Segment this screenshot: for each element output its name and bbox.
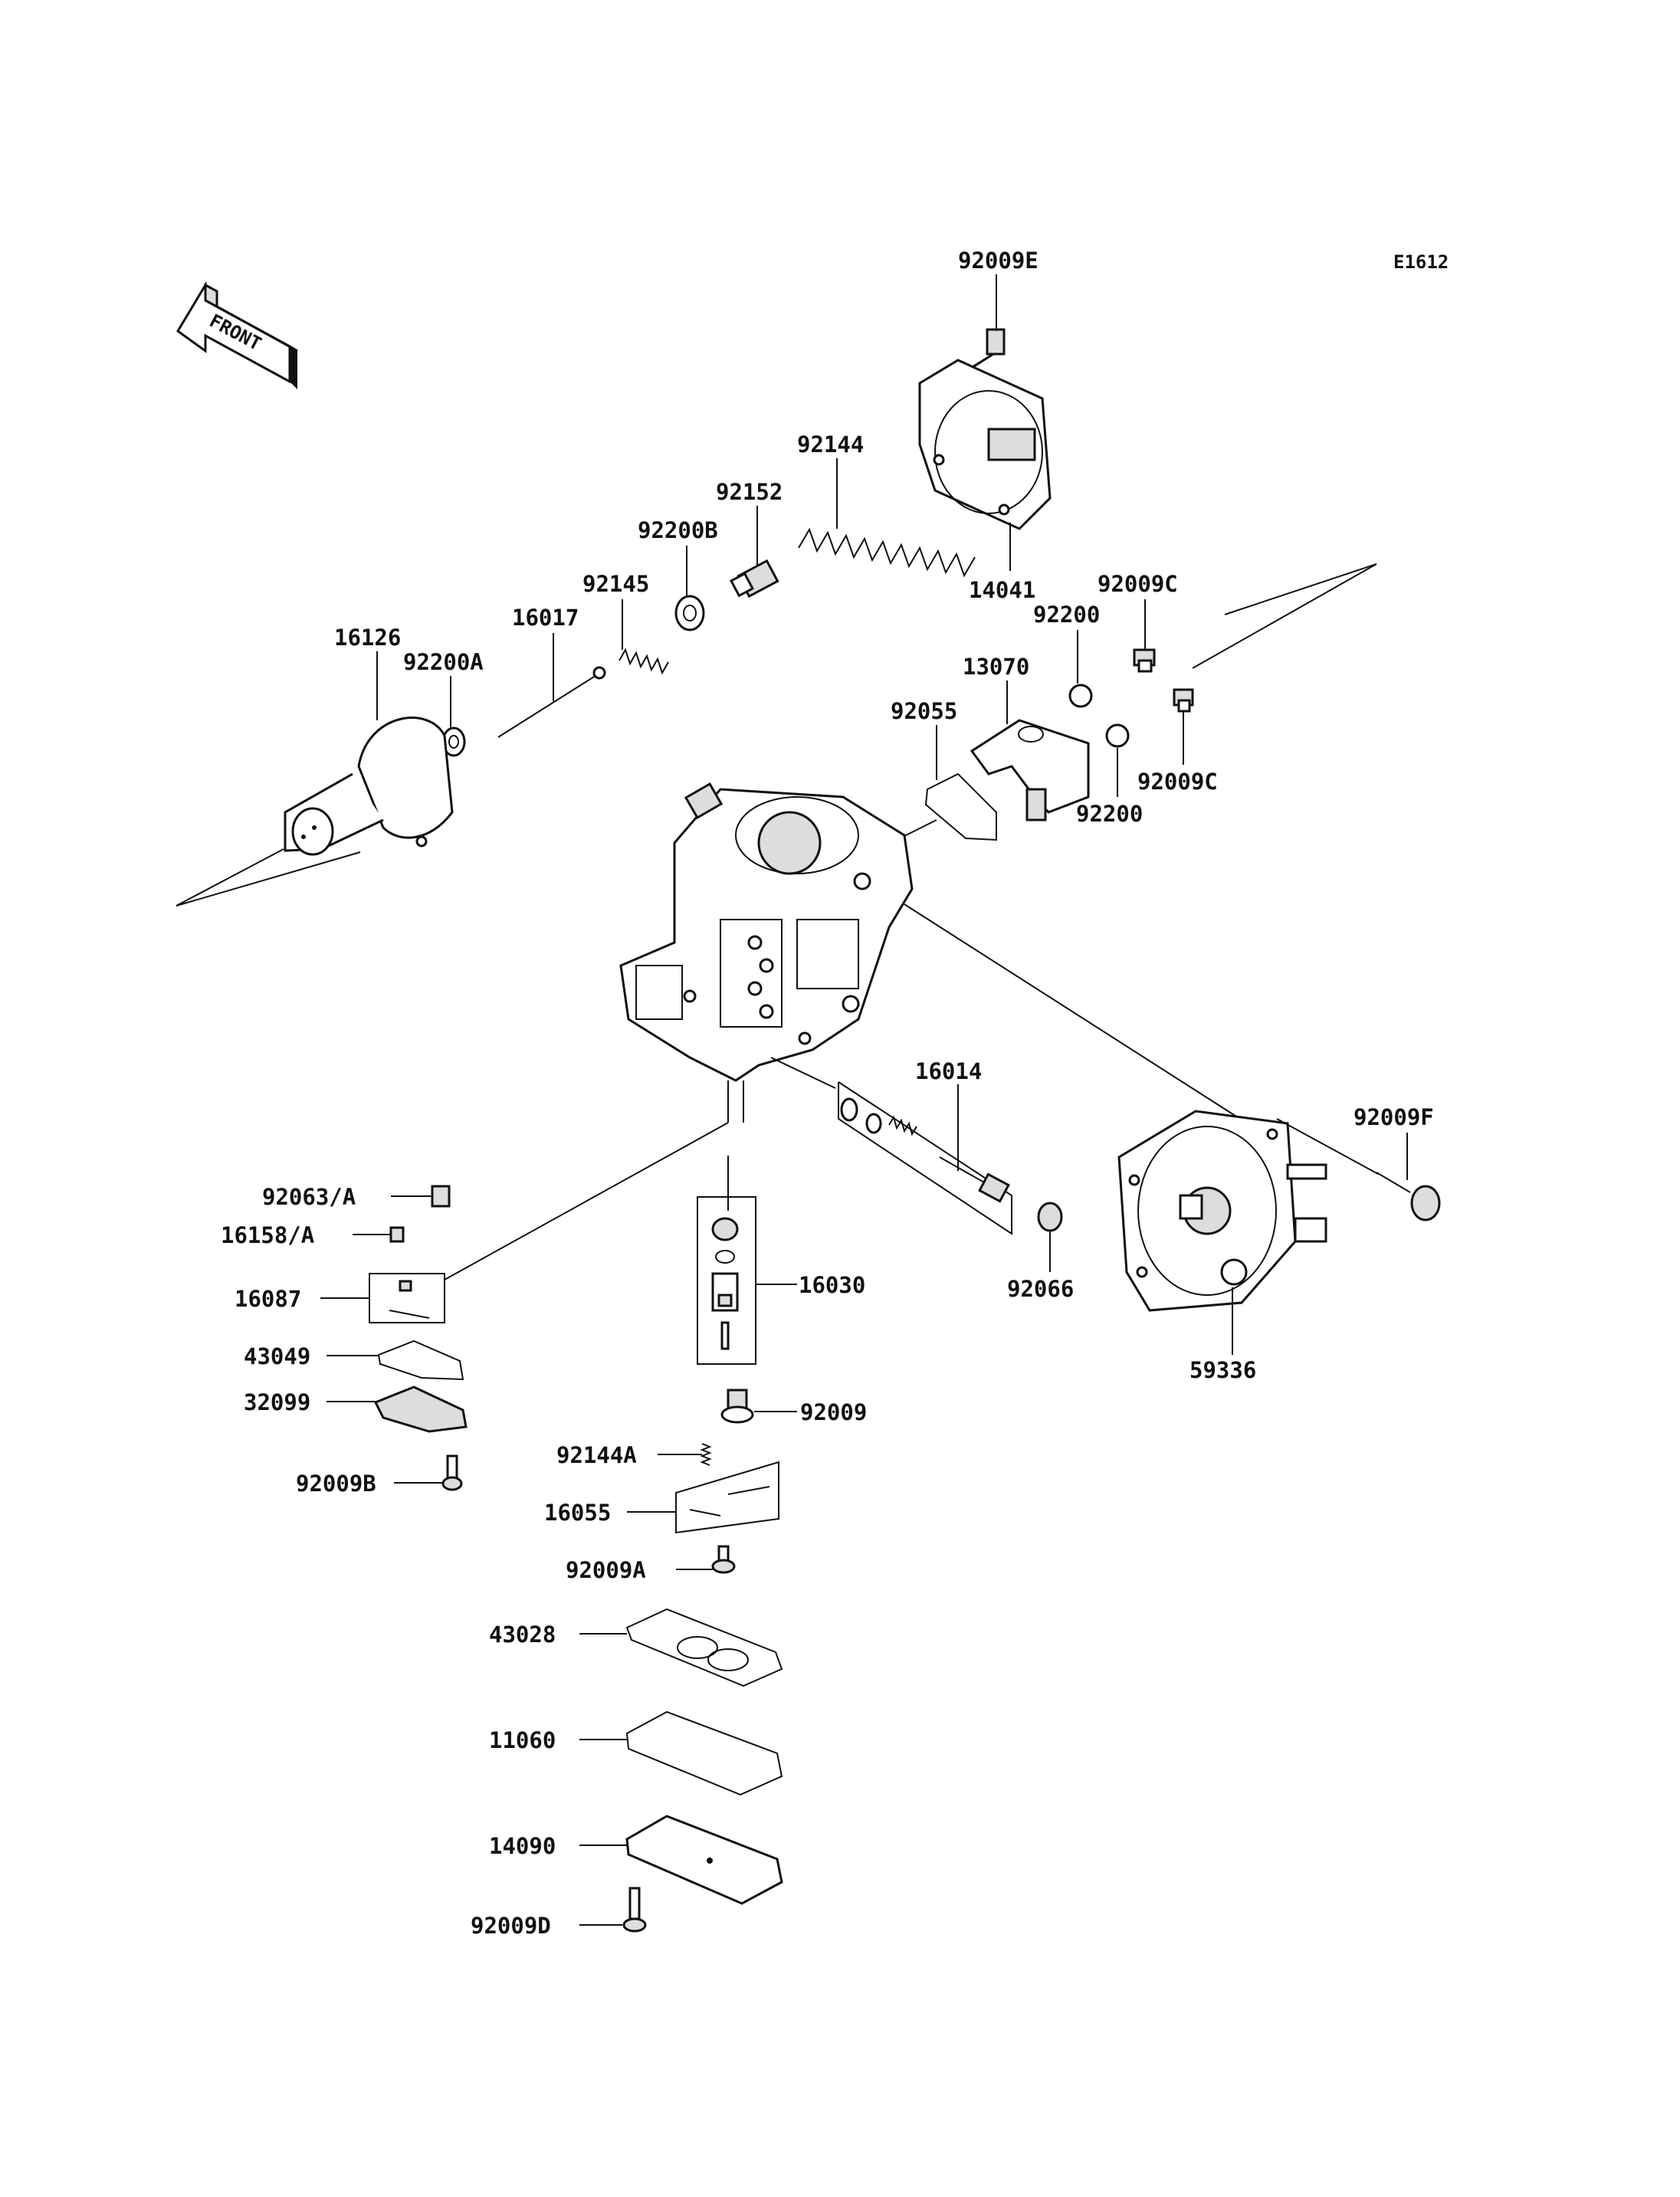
screw-92009C-top — [1133, 648, 1156, 673]
label-92055: 92055 — [891, 698, 957, 724]
screw-92009A — [711, 1545, 736, 1574]
label-16158A: 16158/A — [221, 1222, 314, 1248]
diaphragm-16126 — [284, 716, 454, 856]
spring-92145 — [619, 648, 669, 675]
label-92144A: 92144A — [556, 1442, 637, 1468]
assembly-16087 — [369, 1273, 445, 1323]
label-92152: 92152 — [716, 479, 783, 505]
jet-16158A — [389, 1226, 405, 1243]
cover-14041 — [918, 359, 1052, 530]
fuel-pump-59336 — [1117, 1110, 1327, 1312]
label-16017: 16017 — [512, 605, 579, 631]
plate-32099 — [373, 1385, 468, 1433]
screw-92009B — [441, 1454, 463, 1491]
carburetor-body — [619, 782, 914, 1082]
label-43028: 43028 — [489, 1622, 556, 1648]
screw-92063A — [431, 1185, 451, 1208]
label-92144: 92144 — [797, 431, 864, 457]
assembly-16030 — [697, 1196, 756, 1365]
gasket-43028 — [625, 1608, 783, 1687]
plug-92066 — [1037, 1202, 1063, 1232]
screw-92009 — [720, 1389, 754, 1424]
label-92063A: 92063/A — [262, 1184, 356, 1210]
spring-92144 — [798, 527, 976, 578]
diagram-code: E1612 — [1393, 251, 1449, 273]
label-14090: 14090 — [489, 1833, 556, 1859]
screw-92009C-bottom — [1173, 688, 1194, 713]
diaphragm-11060 — [625, 1710, 783, 1796]
gasket-92055 — [924, 772, 997, 841]
assembly-16014 — [838, 1081, 1012, 1235]
washer-92200-top — [1068, 684, 1093, 708]
label-92200B: 92200B — [638, 517, 718, 543]
label-16014: 16014 — [915, 1058, 982, 1084]
label-16055: 16055 — [544, 1500, 611, 1526]
assembly-16055 — [675, 1461, 779, 1534]
label-92009: 92009 — [800, 1399, 867, 1425]
label-92009C-top: 92009C — [1098, 571, 1178, 597]
label-92145: 92145 — [582, 571, 649, 597]
label-92200A: 92200A — [403, 649, 484, 675]
label-11060: 11060 — [489, 1727, 556, 1753]
gasket-43049 — [377, 1340, 464, 1381]
front-arrow-icon: FRONT — [176, 280, 298, 389]
screw-92009D — [622, 1887, 647, 1933]
label-92009A: 92009A — [566, 1557, 646, 1583]
label-43049: 43049 — [244, 1343, 310, 1369]
label-92200-top: 92200 — [1033, 602, 1100, 628]
label-92009F: 92009F — [1354, 1104, 1434, 1130]
washer-92200-bottom — [1105, 723, 1130, 748]
label-16030: 16030 — [799, 1272, 865, 1298]
label-92009D: 92009D — [471, 1913, 551, 1939]
label-92009E: 92009E — [958, 248, 1039, 274]
label-92066: 92066 — [1007, 1276, 1074, 1302]
bolt-92009F — [1276, 1118, 1441, 1221]
label-59336: 59336 — [1189, 1357, 1256, 1383]
label-13070: 13070 — [963, 654, 1029, 680]
label-92009B: 92009B — [296, 1471, 376, 1497]
spring-92144A — [700, 1443, 712, 1466]
label-14041: 14041 — [969, 577, 1035, 603]
bracket-13070 — [970, 719, 1090, 821]
label-16126: 16126 — [334, 625, 401, 651]
needle-16017 — [497, 666, 606, 738]
jet-92152 — [729, 559, 779, 598]
label-92009C-bottom: 92009C — [1137, 769, 1218, 795]
cover-14090 — [625, 1815, 783, 1905]
label-32099: 32099 — [244, 1389, 310, 1415]
washer-92200B — [674, 595, 705, 631]
label-92200-bottom: 92200 — [1076, 801, 1143, 827]
label-16087: 16087 — [235, 1286, 301, 1312]
